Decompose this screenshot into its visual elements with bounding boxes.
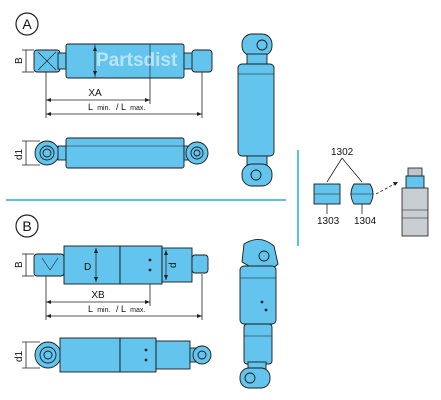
svg-text:L min. / L m: L min. / L max. — [88, 304, 145, 314]
shock-b-perspective — [239, 239, 279, 389]
dim-d-small-label: d — [168, 262, 179, 268]
dimension-xa: XA — [45, 72, 151, 104]
dimension-b-b: B — [14, 253, 34, 277]
dim-d1-b-label: d1 — [14, 350, 25, 362]
part-1302-label: 1302 — [331, 147, 354, 158]
dim-l-a-sep: / L — [116, 102, 126, 112]
dimension-b-a: B — [14, 49, 34, 73]
dim-b-a-label: B — [14, 57, 25, 64]
part-1303-label: 1303 — [317, 216, 340, 227]
part-1304-label: 1304 — [354, 216, 377, 227]
dim-l-b-min: min. — [97, 307, 110, 314]
dimension-d1-a: d1 — [14, 140, 40, 166]
dim-l-b-max: max. — [130, 307, 145, 314]
dim-l-a-prefix: L — [88, 102, 93, 112]
dimension-xb: XB — [45, 276, 151, 306]
section-b-marker: B — [15, 214, 39, 238]
dim-b-b-label: B — [14, 261, 25, 268]
dimension-l-b: L min. / L max. — [45, 274, 203, 320]
shock-b-top-view — [34, 337, 212, 373]
dim-d-b-label: D — [84, 262, 91, 273]
shock-a-perspective — [237, 33, 275, 187]
dim-d1-a-label: d1 — [14, 148, 25, 160]
section-a-marker: A — [15, 12, 39, 36]
shock-a-side-view: Partsdist — [33, 43, 213, 79]
dimension-d-a — [93, 46, 97, 76]
dimension-d1-b: d1 — [14, 341, 40, 369]
dimension-d-small-b: d — [164, 250, 179, 280]
dimension-d-b: D — [84, 248, 98, 282]
bushing-detail: 1302 1303 1304 — [313, 147, 429, 237]
svg-text:L min. / L m: L min. / L max. — [88, 102, 145, 112]
dim-l-b-sep: / L — [116, 304, 126, 314]
dim-l-b-prefix: L — [88, 304, 93, 314]
shock-b-side-view — [33, 245, 209, 285]
section-a-label: A — [22, 16, 32, 32]
watermark: Partsdist — [96, 50, 178, 71]
dim-xa-label: XA — [88, 88, 102, 99]
shock-a-top-view — [34, 137, 209, 169]
dim-xb-label: XB — [91, 290, 105, 301]
dim-l-a-max: max. — [130, 105, 145, 112]
dimension-l-a: L min. / L max. — [45, 72, 203, 118]
section-b-label: B — [22, 218, 31, 234]
dim-l-a-min: min. — [97, 105, 110, 112]
